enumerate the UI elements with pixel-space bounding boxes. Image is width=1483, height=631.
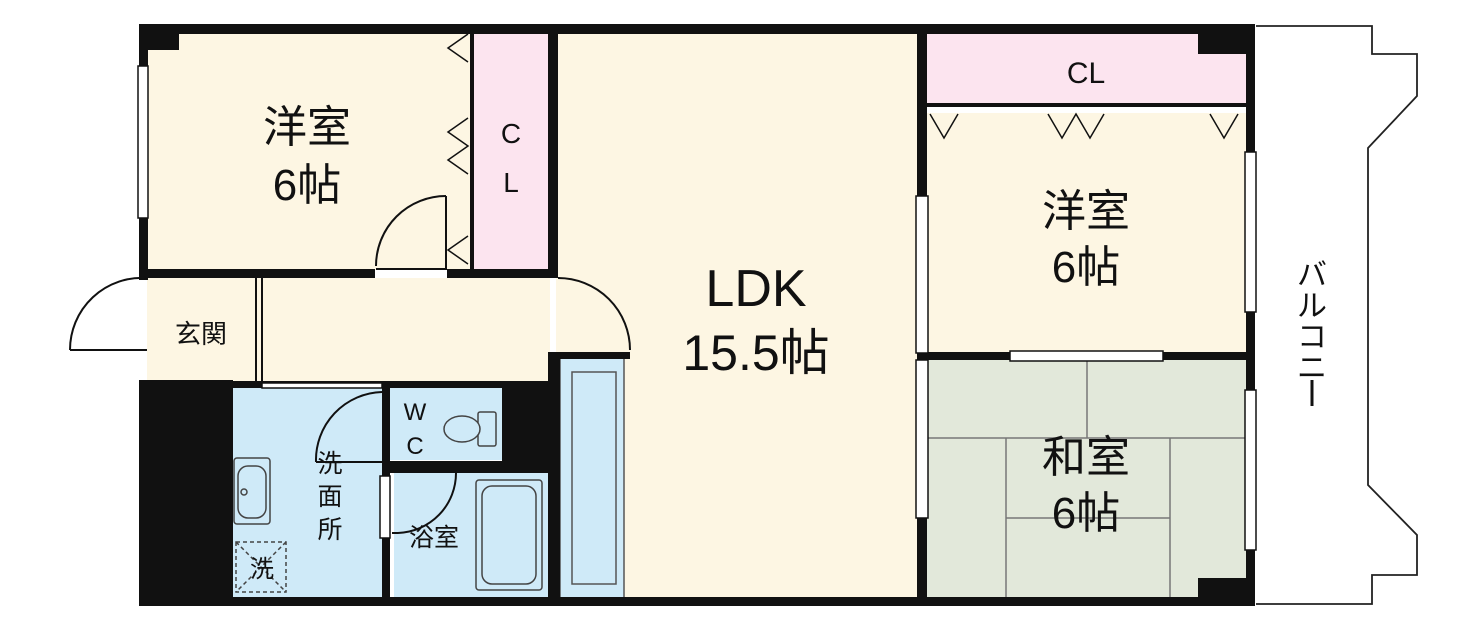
western-room-nw-size: 6帖 <box>273 161 341 210</box>
kitchen-counter <box>559 357 625 599</box>
washing-machine-space-icon <box>235 541 287 593</box>
western-room-e-size: 6帖 <box>1052 243 1120 292</box>
wc-label-w: W <box>404 399 427 426</box>
washer-label: 洗 <box>250 556 274 583</box>
senmenjo-label-2: 面 <box>317 483 342 511</box>
western-room-e-floor <box>926 113 1246 353</box>
genkan-label: 玄関 <box>175 319 227 349</box>
closet-ne-floor <box>926 33 1246 103</box>
washbasin-icon <box>233 457 271 525</box>
door-lines <box>68 195 631 534</box>
windows <box>137 65 1257 551</box>
western-room-e-name: 洋室 <box>1042 187 1130 236</box>
bath-floor <box>394 473 548 598</box>
tatami-lines <box>926 360 1246 598</box>
balcony-char-5: ー <box>1312 403 1313 405</box>
ldk-name: LDK <box>705 260 806 318</box>
western-room-nw-name: 洋室 <box>263 103 351 152</box>
balcony-char-4: ニ <box>1297 352 1327 385</box>
bathtub-icon <box>475 479 543 591</box>
senmenjo-label-3: 所 <box>317 516 342 544</box>
closet-nw-floor <box>472 33 548 270</box>
balcony-label: バ ル コ ニ ー <box>1297 259 1327 406</box>
senmenjo-label-1: 洗 <box>317 450 342 478</box>
western-room-nw-floor <box>147 33 472 270</box>
balcony-char-1: バ <box>1297 259 1327 292</box>
balcony-char-3: コ <box>1297 321 1327 354</box>
hallway-floor <box>147 278 550 381</box>
closet-nw-label-l: L <box>503 167 519 198</box>
washitsu-size: 6帖 <box>1052 489 1120 538</box>
toilet-icon <box>443 411 497 447</box>
closet-nw-label-c: C <box>501 118 521 149</box>
balcony-char-2: ル <box>1297 290 1327 323</box>
closet-ne-label: CL <box>1067 57 1105 90</box>
bath-label: 浴室 <box>409 524 459 552</box>
ldk-size: 15.5帖 <box>682 325 829 381</box>
wc-label-c: C <box>406 433 423 460</box>
balcony-outline <box>1256 25 1418 605</box>
closet-door-marks <box>446 33 1239 265</box>
washitsu-floor <box>926 360 1246 598</box>
kitchen-sink <box>571 371 617 585</box>
washitsu-name: 和室 <box>1042 433 1130 482</box>
